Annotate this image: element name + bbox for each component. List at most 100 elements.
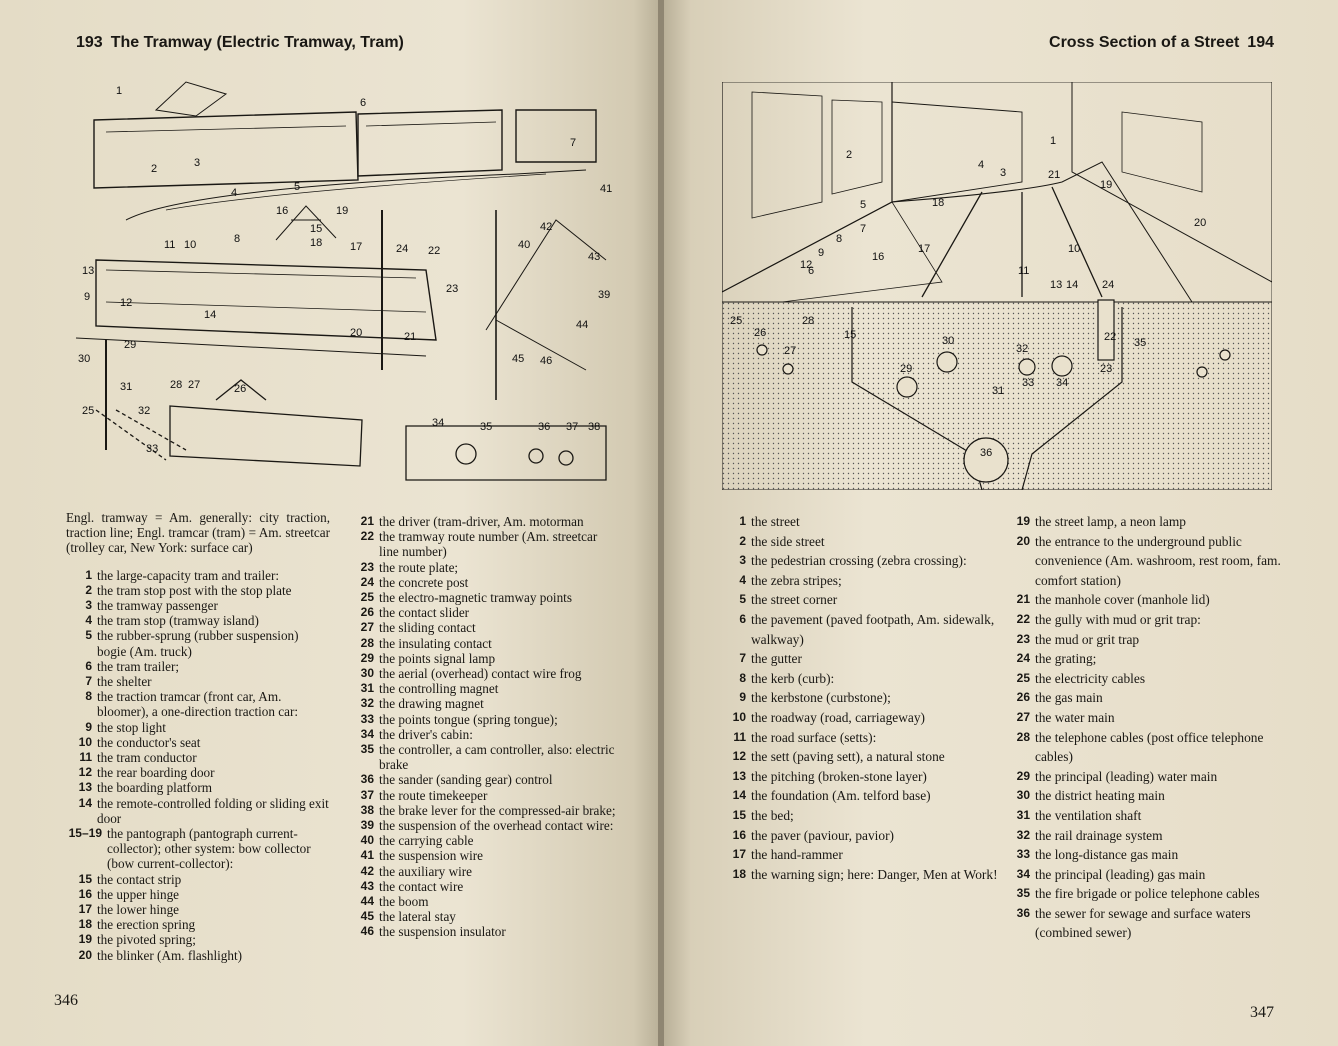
- figure-callout: 35: [480, 421, 492, 433]
- figure-callout: 8: [234, 233, 240, 245]
- legend-text: the contact strip: [97, 871, 182, 887]
- legend-text: the ventilation shaft: [1035, 807, 1142, 823]
- legend-number: 17: [78, 902, 92, 917]
- legend-number: 15–19: [68, 826, 102, 841]
- legend-text: the blinker (Am. flashlight): [97, 947, 243, 963]
- legend-number: 12: [732, 749, 746, 764]
- figure-callout: 13: [1050, 279, 1062, 291]
- figure-callout: 5: [294, 181, 300, 193]
- legend-number: 33: [360, 711, 374, 726]
- legend-text: the controller, a cam controller, also: …: [379, 742, 615, 773]
- legend-entry: 35 the controller, a cam controller, also…: [348, 742, 618, 772]
- left-column-1: Engl. tramway = Am. generally: city trac…: [66, 510, 330, 963]
- left-header-number: 193: [76, 34, 103, 51]
- legend-number: 3: [85, 598, 92, 613]
- legend-text: the upper hinge: [97, 886, 180, 902]
- figure-callout: 7: [860, 223, 866, 235]
- legend-text: the remote-controlled folding or sliding…: [97, 795, 329, 826]
- legend-text: the contact slider: [379, 605, 470, 621]
- figure-callout: 46: [540, 355, 552, 367]
- figure-callout: 10: [1068, 243, 1080, 255]
- left-page-number: 346: [54, 992, 78, 1009]
- legend-number: 43: [360, 878, 374, 893]
- legend-number: 15: [78, 871, 92, 886]
- legend-number: 9: [739, 690, 746, 705]
- legend-text: the tram stop post with the stop plate: [97, 582, 292, 598]
- legend-number: 45: [360, 909, 374, 924]
- figure-callout: 44: [576, 319, 588, 331]
- legend-text: the tram stop (tramway island): [97, 613, 259, 629]
- figure-callout: 7: [570, 137, 576, 149]
- figure-callout: 3: [194, 157, 200, 169]
- figure-callout: 32: [138, 405, 150, 417]
- legend-number: 9: [85, 719, 92, 734]
- legend-number: 17: [732, 847, 746, 862]
- legend-entry: 15 the contact strip: [66, 872, 330, 887]
- legend-text: the mud or grit trap: [1035, 631, 1140, 647]
- figure-callout: 23: [1100, 363, 1112, 375]
- legend-text: the principal (leading) gas main: [1035, 866, 1206, 882]
- legend-number: 11: [733, 729, 746, 744]
- legend-number: 13: [732, 768, 746, 783]
- figure-callout: 2: [151, 163, 157, 175]
- legend-text: the zebra stripes;: [751, 572, 842, 588]
- figure-callout: 45: [512, 353, 524, 365]
- figure-callout: 16: [872, 251, 884, 263]
- figure-callout: 42: [540, 221, 552, 233]
- legend-text: the brake lever for the compressed-air b…: [379, 802, 616, 818]
- legend-number: 12: [78, 765, 92, 780]
- legend-number: 36: [1016, 905, 1030, 920]
- legend-number: 8: [85, 689, 92, 704]
- figure-callout: 37: [566, 421, 578, 433]
- legend-text: the pedestrian crossing (zebra crossing)…: [751, 553, 967, 569]
- figure-callout: 34: [432, 417, 444, 429]
- legend-text: the hand-rammer: [751, 847, 843, 863]
- legend-number: 20: [78, 947, 92, 962]
- legend-number: 35: [360, 742, 374, 757]
- legend-number: 14: [78, 795, 92, 810]
- legend-text: the tramway route number (Am. streetcar …: [379, 529, 598, 560]
- legend-text: the route timekeeper: [379, 787, 488, 803]
- legend-number: 18: [732, 866, 746, 881]
- figure-callout: 33: [146, 443, 158, 455]
- figure-callout: 9: [818, 247, 824, 259]
- legend-text: the suspension of the overhead contact w…: [379, 818, 614, 834]
- legend-number: 26: [360, 605, 374, 620]
- legend-number: 19: [1016, 514, 1030, 528]
- legend-number: 26: [1016, 690, 1030, 705]
- figure-callout: 1: [116, 85, 122, 97]
- legend-text: the insulating contact: [379, 635, 492, 651]
- legend-text: the kerb (curb):: [751, 670, 835, 686]
- legend-text: the street lamp, a neon lamp: [1035, 514, 1186, 529]
- legend-text: the lateral stay: [379, 909, 456, 925]
- legend-text: the tramway passenger: [97, 598, 218, 614]
- legend-number: 40: [360, 833, 374, 848]
- figure-callout: 27: [784, 345, 796, 357]
- figure-callout: 14: [204, 309, 216, 321]
